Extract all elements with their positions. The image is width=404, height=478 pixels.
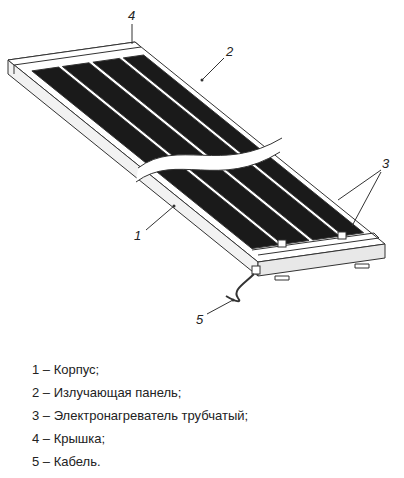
part-list-item: 1 – Корпус;	[32, 362, 99, 378]
break-line	[136, 152, 280, 182]
foot	[355, 264, 369, 268]
heater-terminal	[338, 232, 346, 239]
break-line	[138, 138, 282, 168]
callout-number: 4	[128, 8, 135, 23]
part-list-item: 2 – Излучающая панель;	[32, 385, 181, 401]
foot	[275, 276, 289, 280]
radiating-panel	[32, 55, 364, 249]
leader-line	[202, 58, 224, 80]
cable-gland	[252, 266, 260, 274]
panel-strip	[123, 55, 363, 236]
callout-number: 2	[226, 44, 233, 59]
leader-line	[207, 300, 233, 314]
housing-top	[8, 42, 385, 262]
leader-dot	[173, 205, 176, 208]
part-list-item: 5 – Кабель.	[32, 454, 101, 470]
leader-dot	[201, 79, 204, 82]
heater-terminal	[278, 240, 286, 247]
part-list-item: 4 – Крышка;	[32, 431, 105, 447]
housing-end	[258, 244, 385, 276]
break-band	[136, 138, 282, 182]
callout-number: 3	[382, 156, 389, 171]
part-list-item: 3 – Электронагреватель трубчатый;	[32, 408, 248, 424]
leader-line	[132, 24, 133, 44]
leader-dot	[232, 299, 235, 302]
cable	[226, 274, 254, 301]
leader-line	[352, 172, 381, 226]
lid-edge	[14, 65, 15, 74]
panel-strip	[93, 58, 340, 240]
leader-line	[146, 206, 174, 230]
callout-number: 5	[196, 312, 203, 327]
callout-number: 1	[134, 228, 141, 243]
